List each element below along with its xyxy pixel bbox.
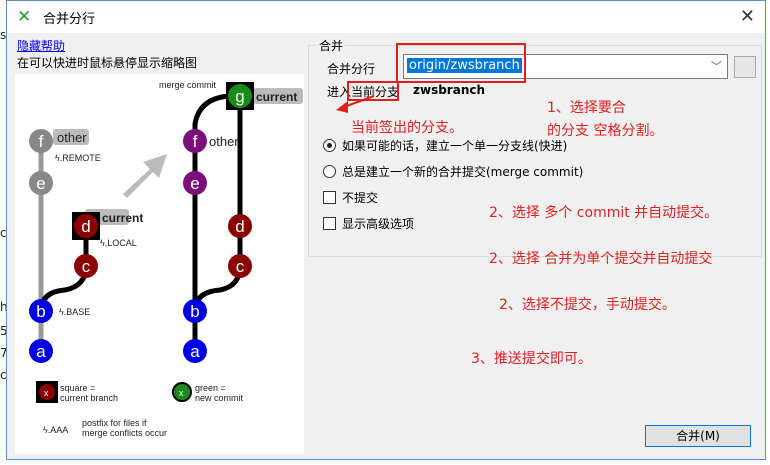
group-title: 合并 [317, 37, 346, 54]
legend-text: postfix for files if [82, 418, 147, 428]
node-c [74, 254, 98, 278]
node-d [228, 214, 252, 238]
annotation: 2、选择 合并为单个提交并自动提交 [489, 251, 713, 267]
node-b [29, 299, 53, 323]
node-c [228, 254, 252, 278]
merge-group: 合并 合并分行 origin/zwsbranch ﹀ 进入 当前分支 zwsbr… [308, 37, 762, 257]
node-e [29, 171, 53, 195]
node-label: e [190, 174, 199, 193]
option-merge-commit[interactable]: 总是建立一个新的合并提交(merge commit) [323, 163, 583, 180]
nodes [29, 82, 303, 363]
node-label: c [82, 257, 91, 276]
base-label: ϟ.BASE [59, 307, 90, 317]
legend-text: current branch [60, 393, 118, 403]
branch-picker-button[interactable] [734, 56, 756, 78]
other-label: other [57, 130, 87, 145]
node-f [183, 129, 207, 153]
node-label: d [81, 217, 90, 236]
hide-help-link[interactable]: 隐藏帮助 [17, 39, 66, 53]
bg-text: h [0, 300, 8, 314]
branch-value: origin/zwsbranch [407, 58, 522, 73]
legend-text: new commit [195, 393, 244, 403]
legend-green-node [172, 382, 192, 402]
node-label: b [36, 302, 45, 321]
legend-text: ϟ.AAA [43, 425, 68, 435]
current-label: current [102, 211, 143, 225]
remote-label: ϟ.REMOTE [55, 153, 101, 163]
label-bg [253, 88, 303, 104]
legend-text: merge conflicts occur [82, 428, 167, 438]
checkbox-advanced[interactable]: 显示高级选项 [323, 215, 414, 232]
legend-square-node [39, 384, 55, 400]
annotation: 3、推送提交即可。 [471, 351, 592, 367]
annotation: 当前签出的分支。 [351, 120, 463, 136]
close-button[interactable]: ✕ [739, 6, 755, 27]
current-branch-label: 当前分支 [351, 85, 400, 99]
legend-x: x [44, 388, 49, 398]
node-label: f [39, 132, 44, 151]
node-d [74, 214, 98, 238]
bg-text: s [0, 28, 7, 42]
merge-diagram: f e d c b a g f e d c b a other ϟ.REMOTE… [29, 80, 303, 438]
help-hint: 在可以快进时鼠标悬停显示缩略图 [17, 56, 198, 70]
window-title: 合并分行 [43, 11, 96, 27]
branch-combobox[interactable]: origin/zwsbranch ﹀ [403, 54, 728, 79]
branch-label: 合并分行 [327, 62, 376, 76]
other-label: other [209, 134, 239, 149]
node-label: g [235, 87, 244, 106]
label-bg [53, 129, 89, 145]
merge-dialog: ✕ 合并分行 ✕ 隐藏帮助 在可以快进时鼠标悬停显示缩略图 f e d c [6, 0, 766, 460]
arrow-icon [123, 154, 167, 198]
option-fast-forward[interactable]: 如果可能的话，建立一个单一分支线(快进) [323, 137, 567, 154]
node-a [183, 339, 207, 363]
radio[interactable] [323, 165, 336, 178]
annotation: 1、选择要合 [547, 100, 626, 116]
node-label: a [190, 342, 200, 361]
option-label: 总是建立一个新的合并提交(merge commit) [342, 165, 584, 179]
annotation-box [396, 43, 526, 83]
bg-text: 7 [0, 346, 8, 360]
node-label: f [193, 132, 198, 151]
checkbox-label: 显示高级选项 [342, 217, 415, 231]
local-label: ϟ.LOCAL [100, 238, 137, 248]
node-g [228, 84, 252, 108]
checkbox-no-commit[interactable]: 不提交 [323, 189, 378, 206]
help-panel: f e d c b a g f e d c b a other ϟ.REMOTE… [15, 74, 304, 454]
node-f [29, 129, 53, 153]
node-label: e [36, 174, 45, 193]
annotation-arrow-icon [336, 95, 375, 113]
node-e [183, 171, 207, 195]
checkbox[interactable] [323, 191, 336, 204]
into-label: 进入 [327, 85, 352, 99]
checkbox-label: 不提交 [342, 191, 379, 205]
legend-text: green = [195, 383, 226, 393]
node-label: c [236, 257, 245, 276]
node-label: a [36, 342, 46, 361]
current-branch-value: zwsbranch [413, 83, 486, 97]
legend-x: x [179, 388, 184, 398]
annotation: 的分支 空格分割。 [547, 123, 664, 139]
chevron-down-icon[interactable]: ﹀ [711, 60, 722, 73]
checkbox[interactable] [323, 217, 336, 230]
annotation: 2、选择 多个 commit 并自动提交。 [489, 205, 719, 221]
node-label: b [190, 302, 199, 321]
node-label: d [235, 217, 244, 236]
title-bar: ✕ 合并分行 ✕ [7, 1, 765, 33]
option-label: 如果可能的话，建立一个单一分支线(快进) [342, 139, 568, 153]
current-label: current [256, 90, 297, 104]
radio[interactable] [323, 139, 336, 152]
node-b [183, 299, 207, 323]
legend-text: square = [60, 383, 95, 393]
bg-text: cl [0, 226, 10, 240]
annotation: 2、选择不提交，手动提交。 [499, 297, 676, 313]
annotation-box [347, 81, 399, 101]
bg-text: 5 [0, 324, 8, 338]
merge-commit-label: merge commit [159, 80, 217, 90]
merge-button[interactable]: 合并(M) [645, 425, 751, 447]
node-a [29, 339, 53, 363]
app-icon: ✕ [17, 7, 32, 27]
